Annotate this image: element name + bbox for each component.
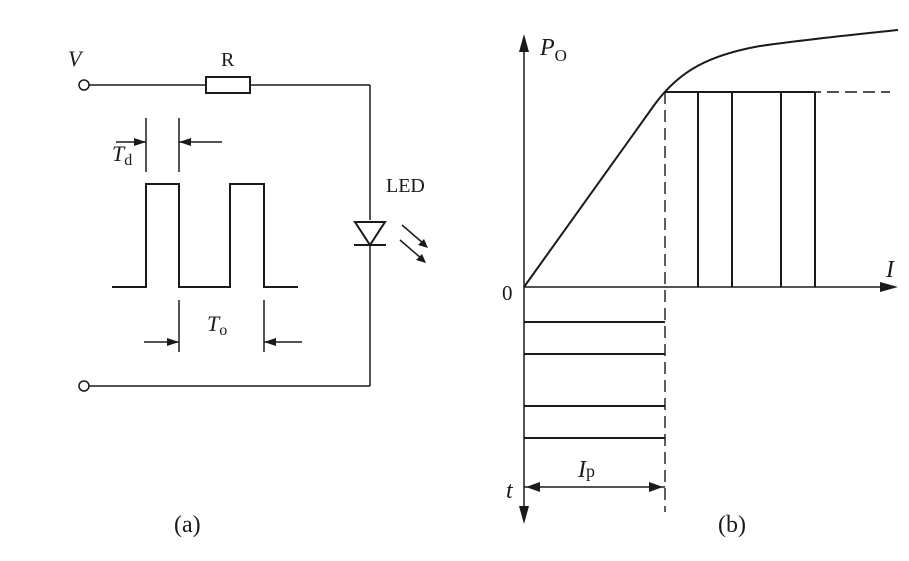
- terminal-top: [78, 79, 90, 91]
- time-axis-arrow: [519, 506, 529, 524]
- origin-label: 0: [502, 281, 513, 305]
- resistor-label: R: [221, 49, 235, 71]
- po-axis-label: PO: [539, 35, 567, 65]
- led-label: LED: [386, 175, 425, 197]
- po-axis-arrow: [519, 34, 529, 52]
- time-axis-label: t: [506, 478, 514, 504]
- circuit-diagram: V R LED Td To (a): [68, 46, 428, 538]
- output-power-pulses: [665, 91, 816, 287]
- pulse-waveform: [112, 183, 298, 288]
- input-current-pulses: [524, 321, 665, 439]
- pulse-width-dimension: [116, 118, 222, 172]
- led-characteristic-diagram: PO I 0 t Ip (b): [502, 29, 899, 538]
- caption-b: (b): [718, 512, 746, 538]
- light-emission-arrows: [399, 224, 428, 263]
- terminal-bottom: [78, 380, 90, 392]
- pulse-current-label: Ip: [577, 457, 595, 483]
- period-label: To: [207, 311, 227, 339]
- caption-a: (a): [174, 512, 201, 538]
- period-dimension: [144, 300, 302, 352]
- supply-voltage-label: V: [68, 46, 84, 71]
- resistor: [205, 76, 251, 94]
- pulse-width-label: Td: [112, 141, 132, 169]
- current-axis-arrow: [880, 282, 898, 292]
- current-axis-label: I: [885, 257, 895, 283]
- power-current-curve: [523, 29, 899, 288]
- led-diode-symbol: [353, 221, 387, 247]
- pulse-current-dimension: [524, 482, 665, 492]
